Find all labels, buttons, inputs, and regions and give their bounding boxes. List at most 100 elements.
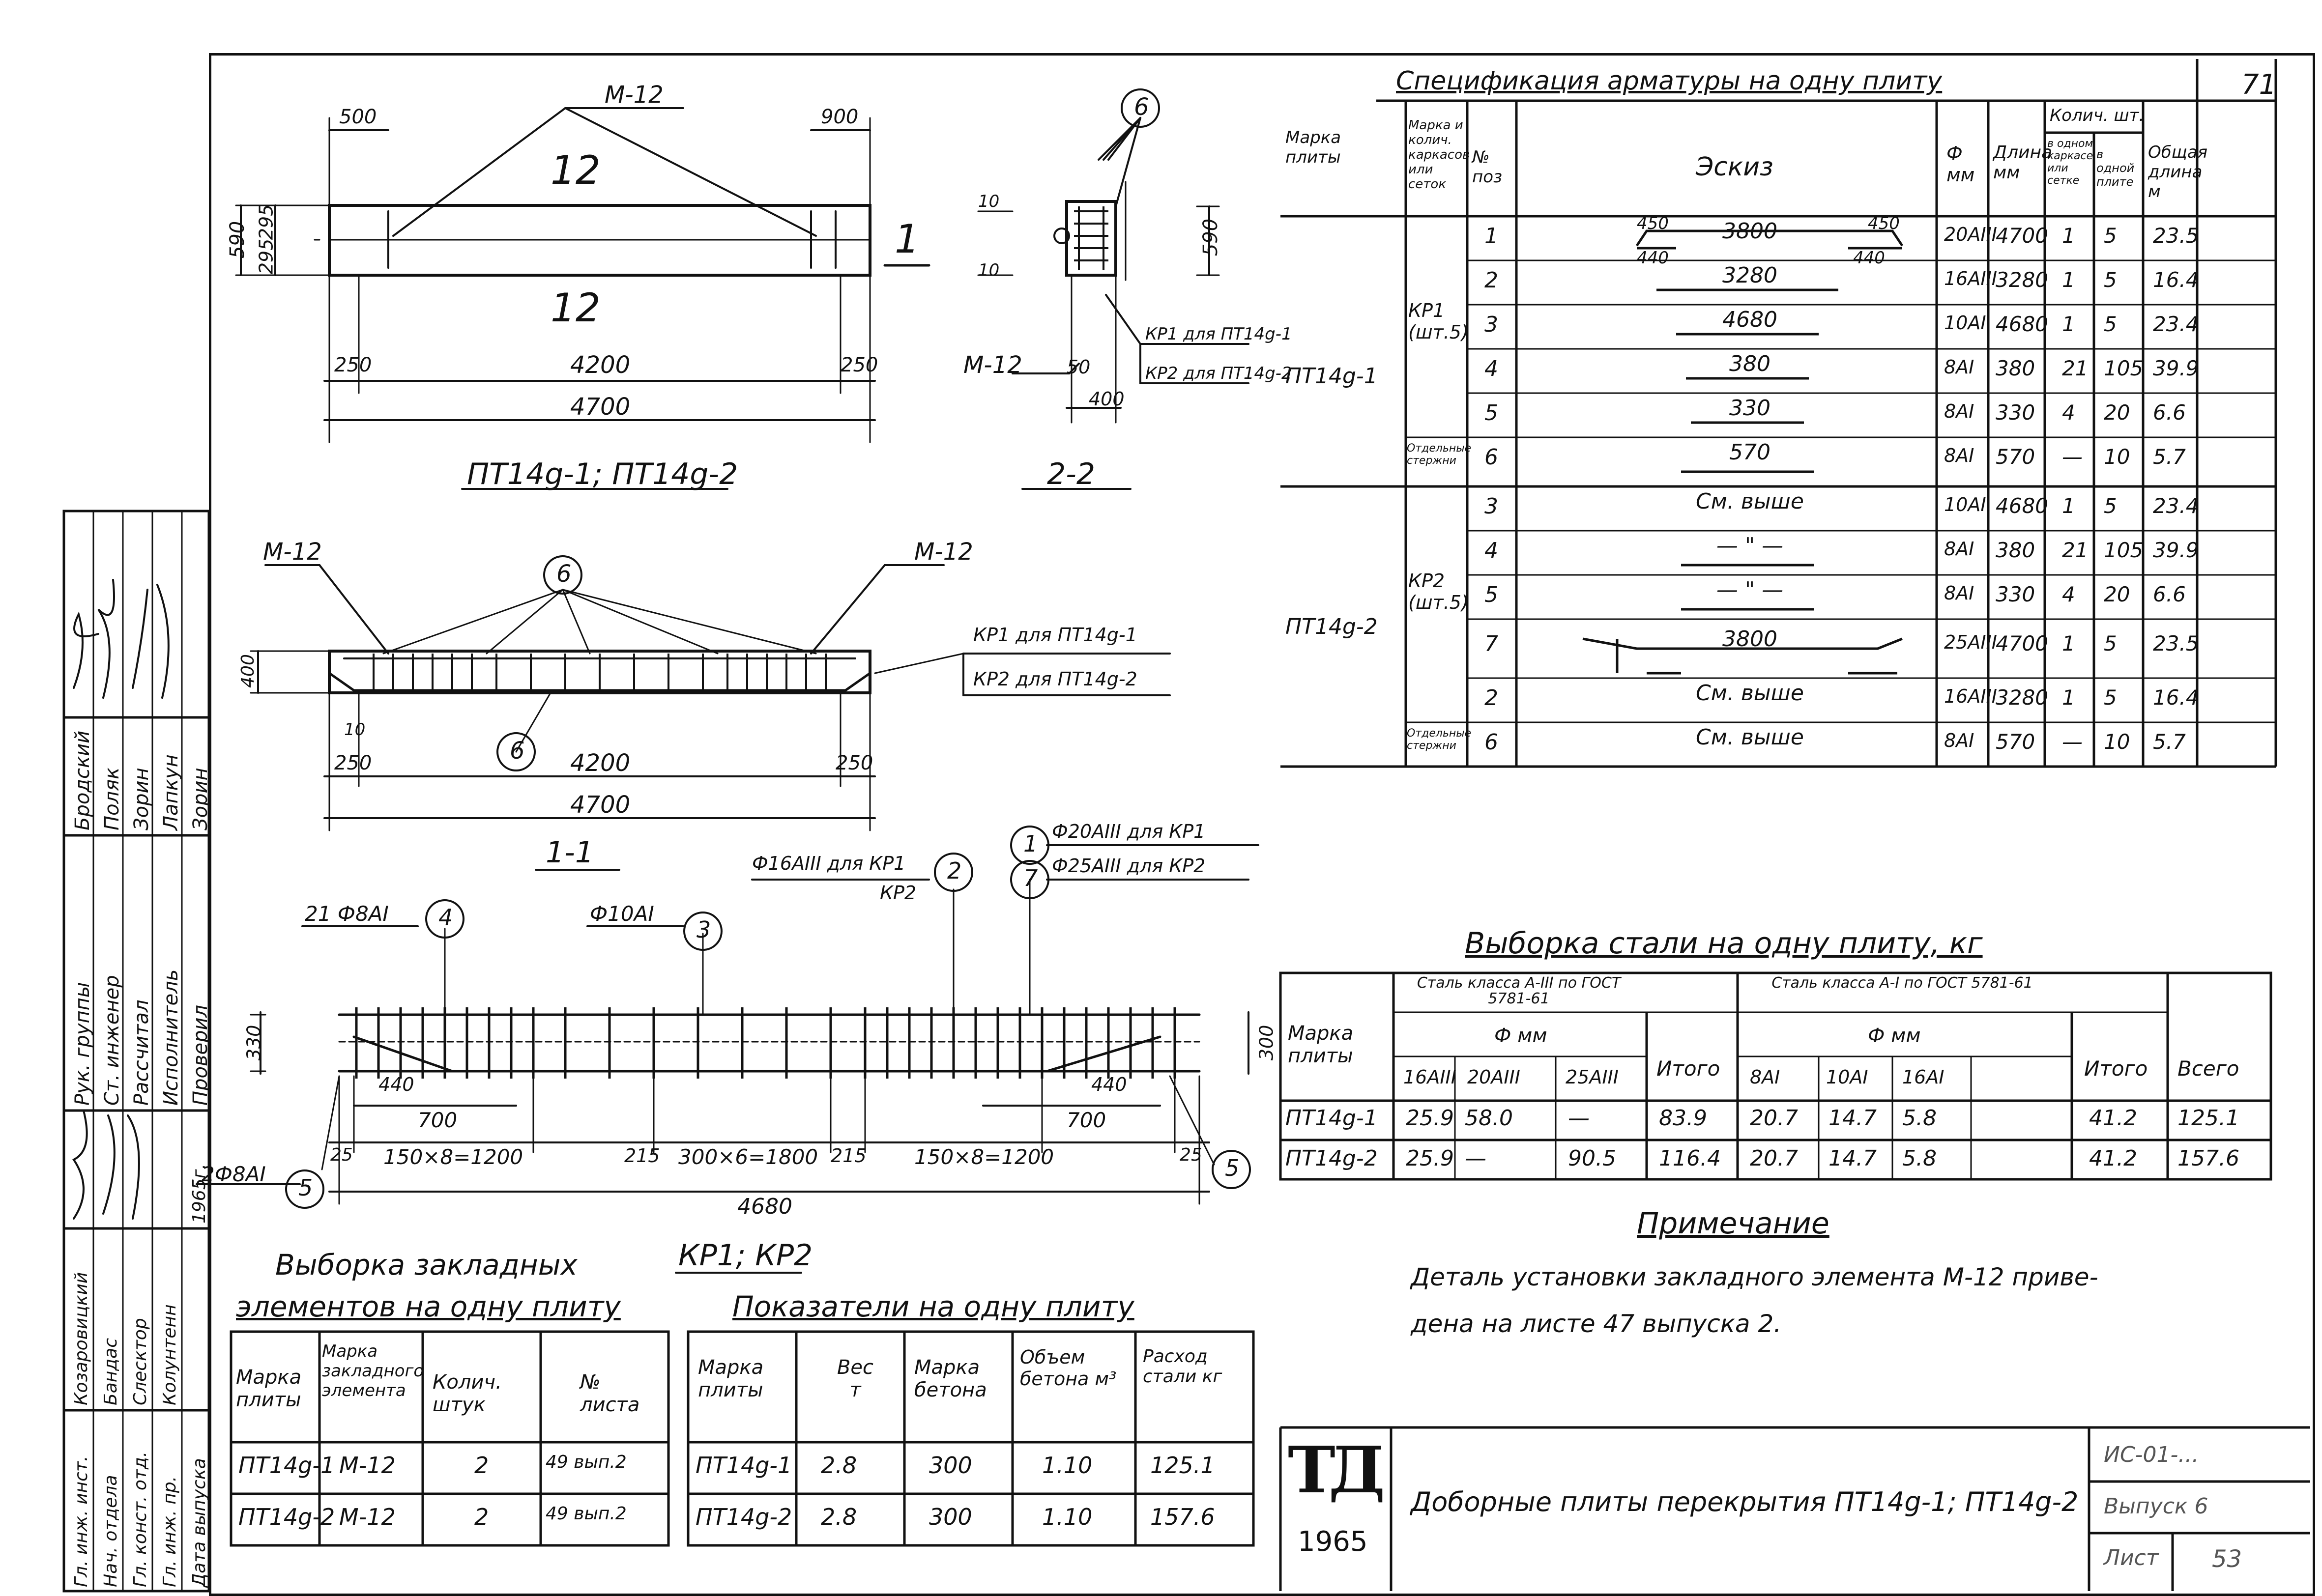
steel-cell: 157.6 xyxy=(2177,1146,2239,1171)
spec-row-pos: 4 xyxy=(1484,356,1498,381)
stamp-role-2: Дата выпуска xyxy=(189,1458,209,1587)
kp-pos7: 7 xyxy=(1023,865,1038,891)
stamp-name: Зорин xyxy=(189,768,212,830)
stamp-role: Рассчитал xyxy=(130,999,153,1106)
indicators-h-mark: Марка плиты xyxy=(698,1356,764,1401)
steel-h-mm-1: Ф мм xyxy=(1494,1025,1547,1047)
sec11-pos6-top: 6 xyxy=(556,560,572,588)
spec-row-sketch: См. выше xyxy=(1696,725,1804,750)
section-1-1 xyxy=(250,564,1171,871)
title-block-code: ИС-01-... xyxy=(2104,1442,2199,1467)
spec-row-q1: 4 xyxy=(2062,582,2075,606)
kp-dim-4680: 4680 xyxy=(737,1194,792,1219)
kp-pos3: 3 xyxy=(697,916,711,943)
spec-row-dia: 16АIII xyxy=(1944,268,1997,289)
spec-row-total: 39.9 xyxy=(2153,538,2199,562)
spec-row-q1: 1 xyxy=(2062,224,2075,248)
embedded-cell-mark: ПТ14g-1 xyxy=(238,1452,335,1479)
sec22-kp2: КР2 для ПТ14g-2 xyxy=(1145,364,1292,383)
indicators-cell-mark: ПТ14g-1 xyxy=(696,1452,792,1479)
sheet-number: 71 xyxy=(2241,69,2277,101)
spec-row-pos: 1 xyxy=(1484,224,1498,249)
spec-row-dia: 8АI xyxy=(1944,730,1974,751)
sec22-caption: 2-2 xyxy=(1047,457,1095,491)
steel-cell: 25.9 xyxy=(1406,1106,1454,1131)
spec-row-sketch: См. выше xyxy=(1696,489,1804,514)
logo: ТД xyxy=(1288,1432,1385,1508)
spec-row-q2: 5 xyxy=(2104,224,2117,248)
plan-dim-250-right: 250 xyxy=(841,354,878,376)
embedded-cell-qty: 2 xyxy=(474,1452,489,1479)
steel-cell: 25.9 xyxy=(1406,1146,1454,1171)
spec-row-q1: — xyxy=(2062,730,2083,754)
spec-row-dia: 8АI xyxy=(1944,538,1974,560)
embedded-cell-qty: 2 xyxy=(474,1504,489,1530)
spec-row-len: 330 xyxy=(1996,400,2035,425)
steel-cell: 5.8 xyxy=(1902,1106,1937,1131)
spec-row-q1: 1 xyxy=(2062,312,2075,336)
stamp-role-2: Нач. отдела xyxy=(101,1475,121,1587)
spec-row-pos: 4 xyxy=(1484,538,1498,563)
sec11-kp1: КР1 для ПТ14g-1 xyxy=(973,624,1137,646)
indicators-cell-steel: 157.6 xyxy=(1150,1504,1215,1530)
spec-row-dia: 8АI xyxy=(1944,445,1974,466)
title-block-year: 1965 xyxy=(1298,1526,1368,1558)
indicators-cell-weight: 2.8 xyxy=(821,1504,857,1530)
steel-cell: ПТ14g-1 xyxy=(1285,1106,1378,1131)
stamp-role-2: Гл. конст. отд. xyxy=(130,1451,150,1587)
steel-cell: 41.2 xyxy=(2089,1146,2137,1171)
spec-row-q2: 20 xyxy=(2104,582,2130,606)
spec-row-dia: 8АI xyxy=(1944,582,1974,604)
embedded-cell-sheet: 49 вып.2 xyxy=(546,1504,627,1524)
sec11-pos6-bottom: 6 xyxy=(510,737,525,765)
spec-row-total: 23.5 xyxy=(2153,224,2199,248)
spec-row-q2: 10 xyxy=(2104,730,2130,754)
spec-row-len: 570 xyxy=(1996,730,2035,754)
spec-h-qty: Колич. шт. xyxy=(2050,106,2145,125)
sec22-dim-400: 400 xyxy=(1089,388,1125,410)
kp-caption: КР1; КР2 xyxy=(678,1238,813,1273)
spec-row-dia: 10АI xyxy=(1944,494,1986,515)
spec-sketch-450-b: 450 xyxy=(1868,214,1900,233)
spec-row-dia: 20АIII xyxy=(1944,224,1997,245)
stamp-role-2: Гл. инж. пр. xyxy=(160,1476,180,1587)
stamp-name: Лапкун xyxy=(160,754,182,830)
plan-label-12-bottom: 12 xyxy=(551,285,601,331)
spec-row-total: 5.7 xyxy=(2153,445,2186,469)
spec-row-pos: 2 xyxy=(1484,685,1498,711)
steel-cell: 90.5 xyxy=(1568,1146,1616,1171)
plan-view xyxy=(235,107,930,490)
kp-pos5-right: 5 xyxy=(1225,1155,1240,1181)
kp-bar-20: Ф20АIII для КР1 xyxy=(1052,821,1206,842)
kp-dim-300x6: 300×6=1800 xyxy=(678,1145,818,1169)
spec-h-dia: Ф мм xyxy=(1946,142,1975,186)
kp-dim-150x8-right: 150×8=1200 xyxy=(914,1145,1054,1169)
spec-row-len: 4700 xyxy=(1996,631,2048,656)
embedded-h-mark: Марка плиты xyxy=(236,1366,302,1411)
sec22-dim-50: 50 xyxy=(1067,356,1091,378)
spec-row-sketch: 3800 xyxy=(1722,219,1777,244)
kp-dim-215-right: 215 xyxy=(831,1145,867,1167)
embedded-title-2: элементов на одну плиту xyxy=(236,1290,621,1323)
spec-h-pos: № поз xyxy=(1472,147,1503,187)
stamp-name-2: Колунтенн xyxy=(160,1304,180,1405)
spec-row-q2: 5 xyxy=(2104,312,2117,336)
spec-row-pos: 6 xyxy=(1484,445,1498,470)
section-2-2 xyxy=(977,117,1249,490)
spec-row-sketch: 380 xyxy=(1729,351,1771,376)
embedded-h-sheet: № листа xyxy=(580,1371,640,1416)
sec22-dim-10-a: 10 xyxy=(978,192,1000,211)
spec-row-dia: 8АI xyxy=(1944,356,1974,378)
kp-dim-215-left: 215 xyxy=(624,1145,660,1167)
steel-h-cls3: Сталь класса А-III по ГОСТ 5781-61 xyxy=(1417,974,1621,1007)
stamp-name-2: Козаровицкий xyxy=(71,1272,91,1405)
kp-bar-16-b: КР2 xyxy=(880,882,917,904)
indicators-cell-mark: ПТ14g-2 xyxy=(696,1504,792,1530)
spec-row-total: 23.5 xyxy=(2153,631,2199,656)
spec-title: Спецификация арматуры на одну плиту xyxy=(1396,66,1943,96)
embedded-h-qty: Колич. штук xyxy=(433,1371,502,1416)
sec11-kp2: КР2 для ПТ14g-2 xyxy=(973,668,1137,690)
